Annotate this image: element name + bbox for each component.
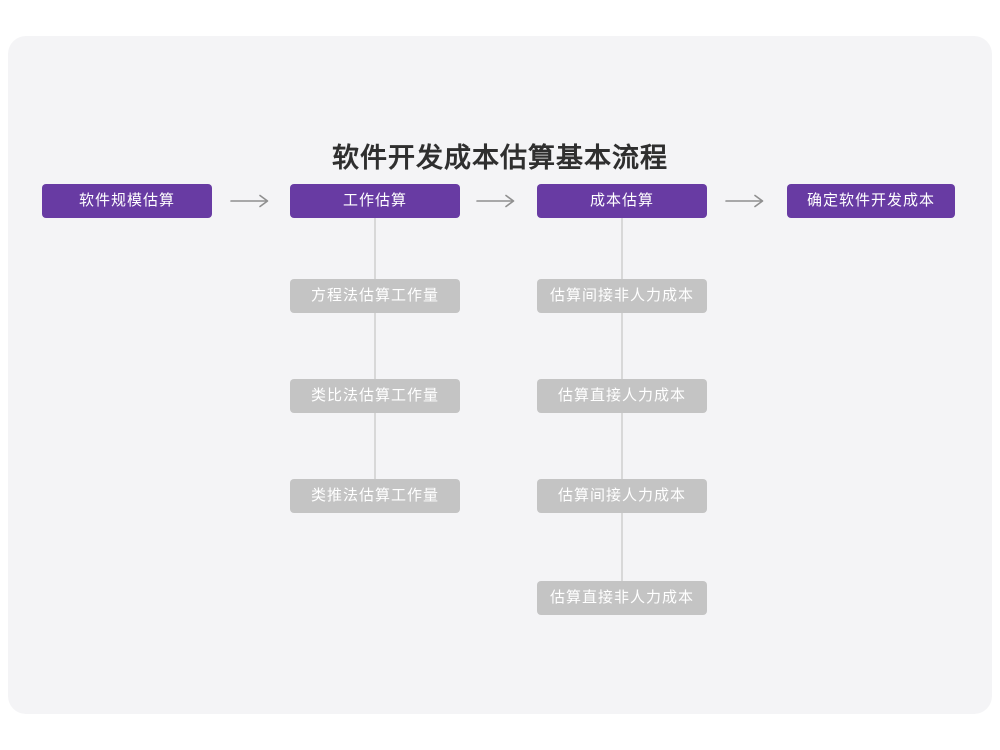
sub-node-direct-labor-cost: 估算直接人力成本 [537,379,707,413]
arrow-right-icon [476,194,515,208]
main-node-final-development-cost: 确定软件开发成本 [787,184,955,218]
sub-node-analogy-method: 类比法估算工作量 [290,379,460,413]
main-node-work-estimation: 工作估算 [290,184,460,218]
main-node-scale-estimation: 软件规模估算 [42,184,212,218]
sub-node-equation-method: 方程法估算工作量 [290,279,460,313]
page-title: 软件开发成本估算基本流程 [332,143,668,173]
main-node-cost-estimation: 成本估算 [537,184,707,218]
sub-node-indirect-nonlabor-cost: 估算间接非人力成本 [537,279,707,313]
flowchart-card: 软件开发成本估算基本流程 软件规模估算 工作估算 成本估算 确定软件开发成本 方… [8,36,992,714]
arrow-right-icon [725,194,764,208]
sub-node-direct-nonlabor-cost: 估算直接非人力成本 [537,581,707,615]
connector-line-work [374,218,376,496]
sub-node-extrapolation-method: 类推法估算工作量 [290,479,460,513]
arrow-right-icon [230,194,269,208]
sub-node-indirect-labor-cost: 估算间接人力成本 [537,479,707,513]
